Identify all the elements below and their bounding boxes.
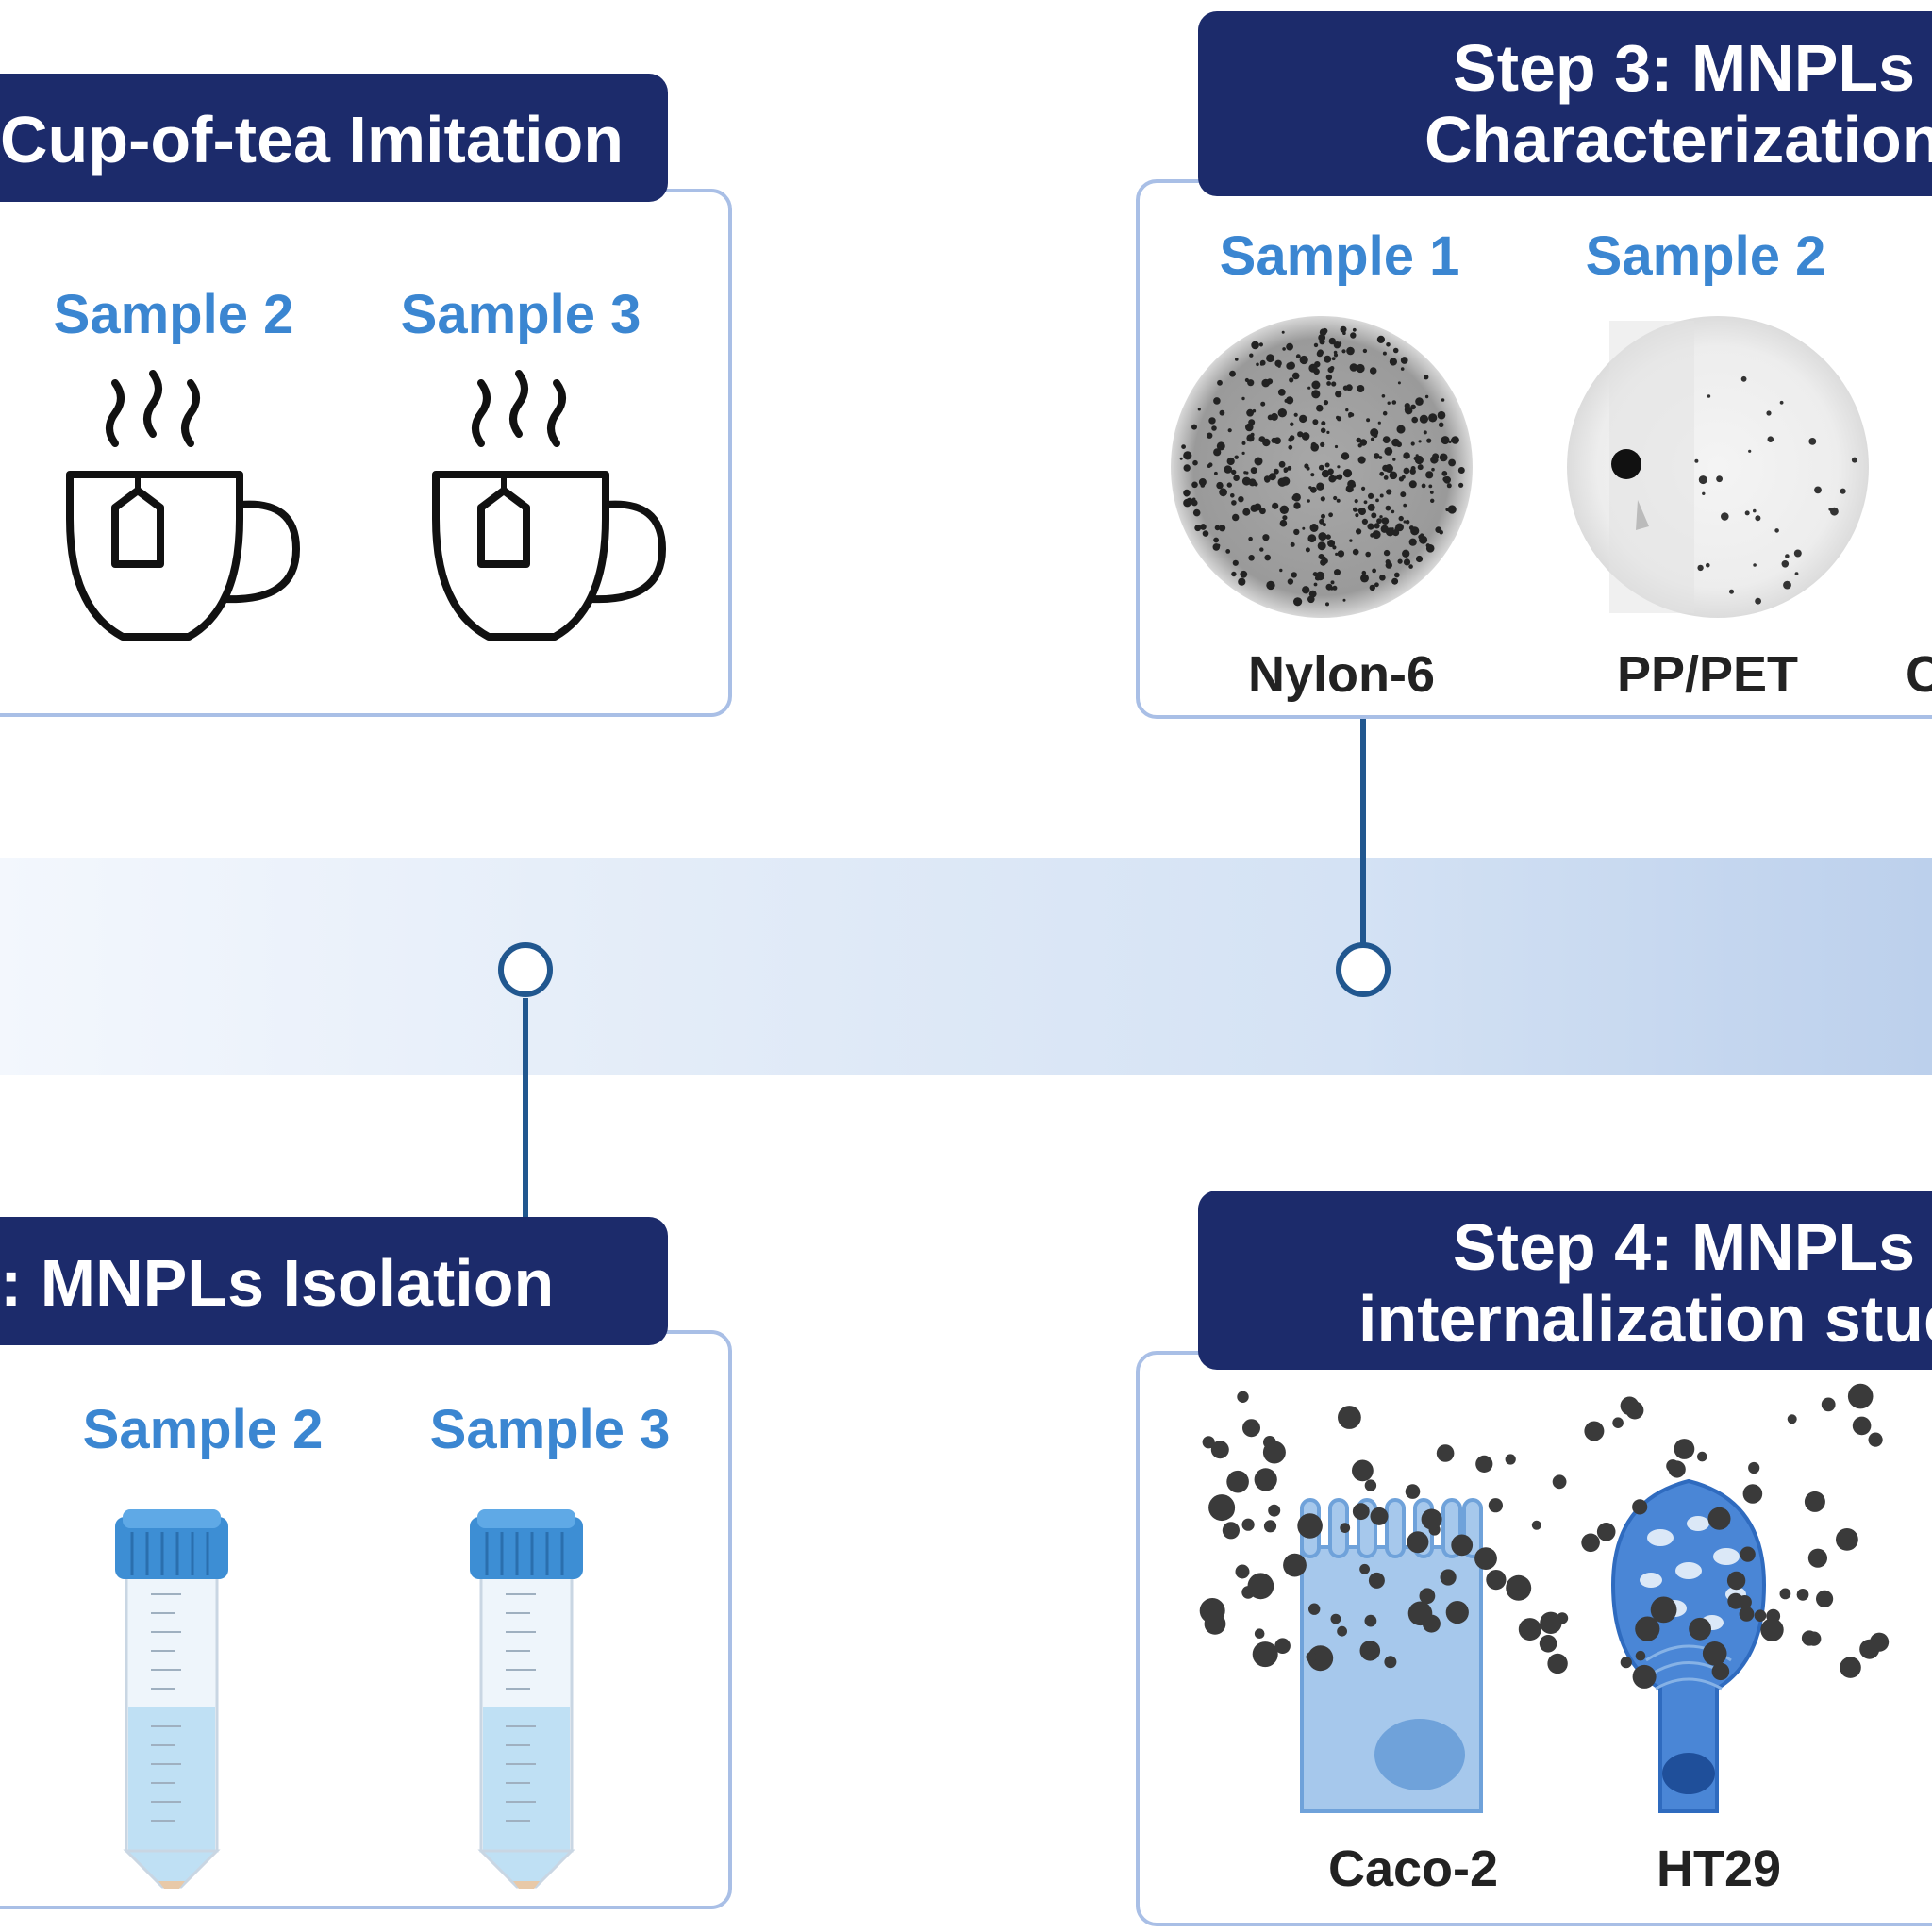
timeline-band — [0, 858, 1932, 1075]
step3-sample-label-a: Sample 1 — [1219, 225, 1460, 287]
step1-title: Cup-of-tea Imitation — [0, 103, 625, 176]
pp-pet-particle-image — [1567, 316, 1869, 618]
ht29-cell-icon — [1610, 1478, 1767, 1813]
step3-header: Step 3: MNPLs Characterization — [1198, 11, 1932, 196]
step1-sample-label-b: Sample 3 — [400, 284, 641, 345]
step3-material-c: C — [1906, 646, 1932, 703]
step4-cell-label-a: Caco-2 — [1327, 1840, 1499, 1897]
centrifuge-tube-icon — [470, 1509, 583, 1889]
tea-cup-icon — [66, 370, 301, 641]
step3-material-b: PP/PET — [1616, 646, 1799, 703]
nylon-particle-image — [1171, 316, 1473, 618]
step2-header: : MNPLs Isolation — [0, 1217, 668, 1345]
step4-title-line1: Step 4: MNPLs — [1453, 1210, 1916, 1284]
tea-cup-icon — [432, 370, 667, 641]
step2-panel — [0, 1330, 732, 1909]
step3-material-a: Nylon-6 — [1247, 646, 1436, 703]
step3-sample-label-b: Sample 2 — [1585, 225, 1826, 287]
step2-sample-label-b: Sample 3 — [429, 1399, 671, 1460]
step3-title-line1: Step 3: MNPLs — [1453, 31, 1916, 105]
step2-title: : MNPLs Isolation — [0, 1246, 555, 1320]
step1-header: Cup-of-tea Imitation — [0, 74, 668, 202]
step4-header: Step 4: MNPLs internalization stud — [1198, 1191, 1932, 1370]
step2-sample-label-a: Sample 2 — [82, 1399, 324, 1460]
cell-illustration — [1199, 1383, 1890, 1813]
step4-cell-label-b: HT29 — [1656, 1840, 1782, 1897]
step1-sample-label-a: Sample 2 — [53, 284, 294, 345]
step4-title-line2: internalization stud — [1358, 1282, 1932, 1356]
centrifuge-tube-icon — [115, 1509, 228, 1889]
step3-title-line2: Characterization — [1424, 103, 1932, 176]
